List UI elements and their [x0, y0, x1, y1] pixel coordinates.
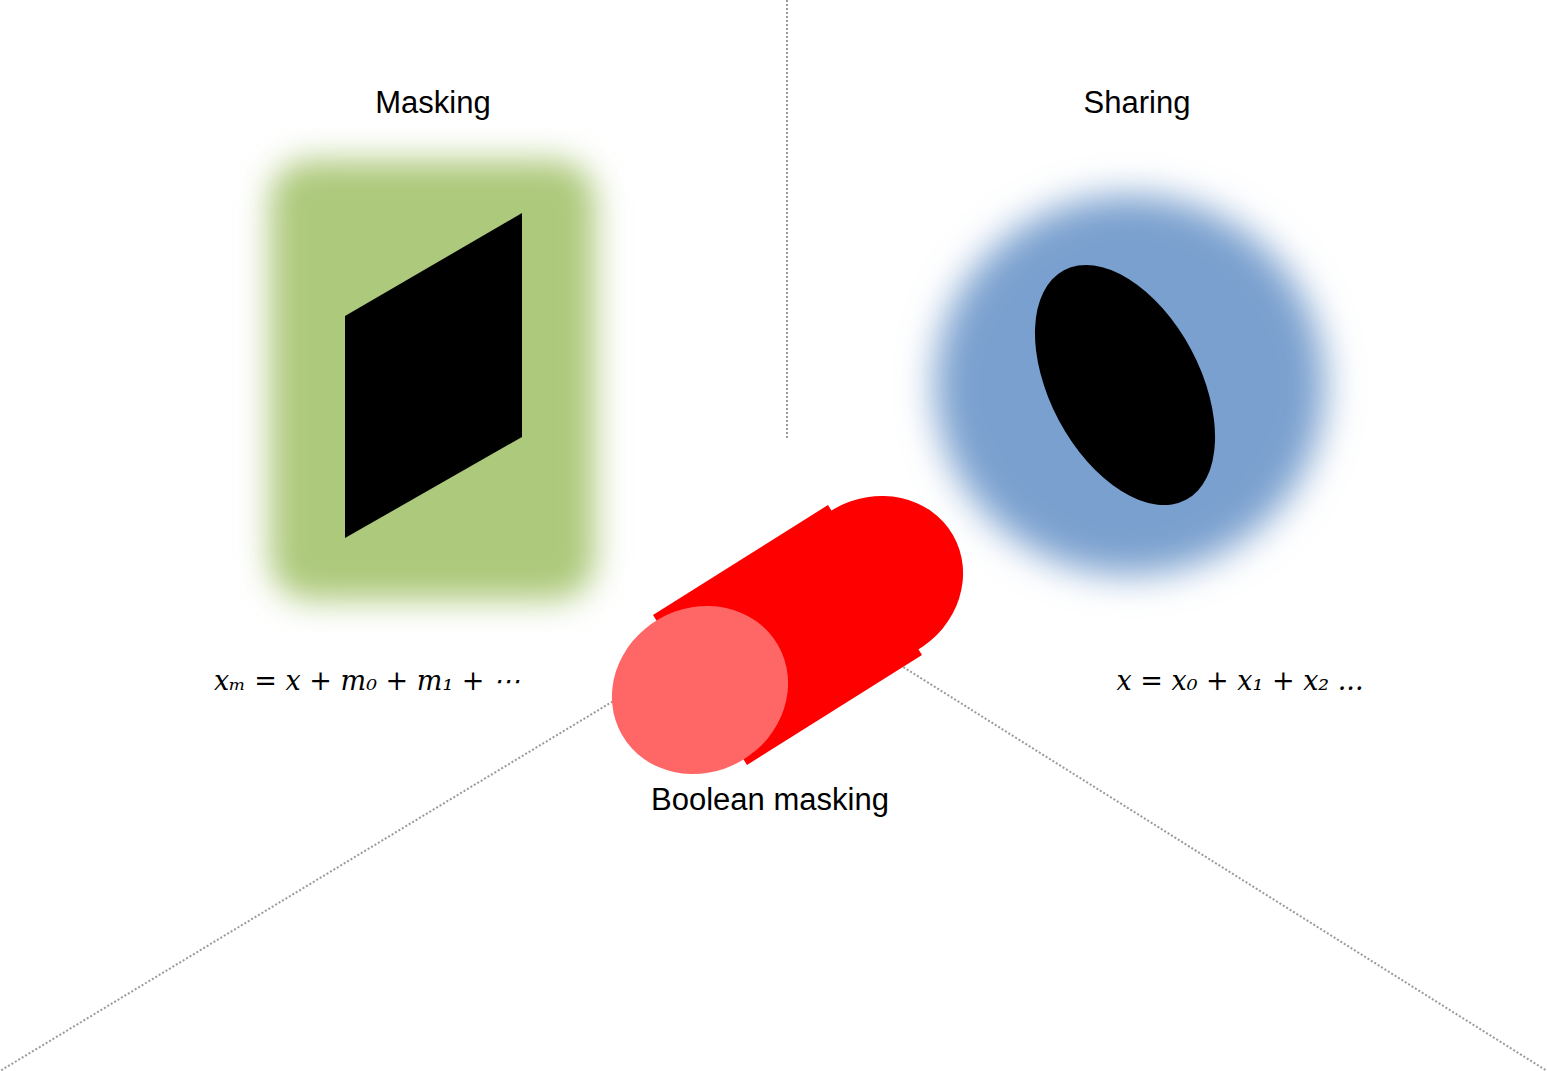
section-heading: Masking — [375, 85, 490, 121]
red-cylinder — [581, 464, 994, 806]
section-heading: Sharing — [1084, 85, 1191, 121]
formula: x = x₀ + x₁ + x₂ ... — [1116, 665, 1363, 696]
blue-glow — [935, 195, 1325, 575]
green-glow — [270, 160, 595, 600]
boolean-masking-group: Boolean masking — [560, 590, 980, 830]
sharing-group: Sharing x = x₀ + x₁ + x₂ ... — [990, 70, 1470, 720]
black-parallelogram — [345, 213, 522, 538]
masking-group: Masking xₘ = x + m₀ + m₁ + ⋯ — [130, 70, 610, 720]
black-ellipse — [998, 235, 1253, 535]
cylinder-label: Boolean masking — [651, 782, 889, 818]
formula: xₘ = x + m₀ + m₁ + ⋯ — [214, 665, 520, 696]
